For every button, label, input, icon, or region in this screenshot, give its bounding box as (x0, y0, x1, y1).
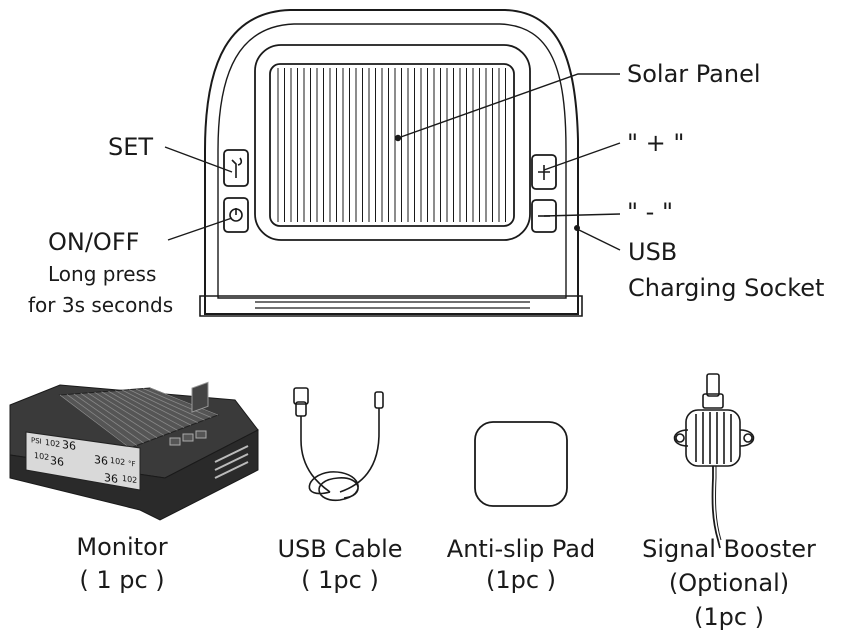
item-name-monitor: Monitor (76, 533, 168, 561)
screen-psi: PSI (31, 436, 42, 446)
monitor-usb-port (191, 381, 209, 413)
minus-label: " - " (627, 198, 673, 226)
item-qty-monitor: ( 1 pc ) (79, 566, 165, 594)
callout-lines (164, 73, 621, 251)
set-label: SET (108, 133, 154, 161)
screen-unit: °F (128, 459, 136, 469)
long-press-label: Long press (48, 262, 157, 286)
signal-booster (673, 373, 755, 549)
leader-onoff (167, 217, 233, 241)
item-optional-signal-booster: (Optional) (668, 569, 790, 597)
screen-reading: 36 (62, 438, 76, 453)
booster-ear-left (673, 429, 689, 447)
wrench-icon (231, 157, 243, 178)
item-name-signal-booster: Signal Booster (642, 535, 816, 563)
usb-a-plug (293, 387, 309, 405)
device-body-outline (204, 9, 579, 315)
item-name-anti-slip-pad: Anti-slip Pad (446, 535, 596, 563)
device-base (199, 295, 583, 317)
solar-panel-grid (277, 68, 506, 222)
solar-panel-label: Solar Panel (627, 60, 761, 88)
leader-usb (576, 228, 621, 251)
usb-charging-socket-label: Charging Socket (628, 274, 825, 302)
item-qty-usb-cable: ( 1pc ) (301, 566, 379, 594)
device-body-inner (217, 23, 567, 299)
monitor-side-vents (214, 445, 249, 479)
solar-frame (254, 44, 531, 241)
monitor-screen (25, 431, 141, 491)
plus-label: " + " (627, 129, 685, 157)
plus-icon (538, 165, 550, 180)
leader-solar (397, 73, 620, 139)
booster-connector (706, 373, 720, 397)
onoff-label: ON/OFF (48, 228, 140, 256)
monitor-buttons (169, 430, 207, 446)
item-qty-anti-slip-pad: (1pc ) (485, 566, 557, 594)
solar-panel (269, 63, 515, 227)
monitor-product (9, 381, 259, 521)
booster-cable (711, 466, 721, 549)
booster-body (685, 409, 741, 467)
long-press-duration-label: for 3s seconds (28, 293, 174, 317)
cable-coil (308, 471, 359, 501)
plus-button[interactable] (531, 154, 557, 190)
leader-set (164, 146, 233, 173)
item-name-usb-cable: USB Cable (277, 535, 403, 563)
device-front-view (199, 9, 583, 317)
leader-minus (543, 213, 621, 217)
set-button[interactable] (223, 149, 249, 187)
micro-usb-plug (374, 391, 384, 409)
usb-cable (293, 387, 384, 501)
usb-label: USB (628, 238, 678, 266)
leader-plus (543, 142, 621, 171)
item-qty-signal-booster: (1pc ) (693, 603, 765, 631)
screen-reading: 36 (94, 453, 108, 468)
booster-ear-right (739, 429, 755, 447)
onoff-button[interactable] (223, 197, 249, 233)
anti-slip-pad (474, 421, 568, 507)
screen-reading: 36 (104, 471, 118, 486)
screen-reading: 36 (50, 454, 64, 469)
